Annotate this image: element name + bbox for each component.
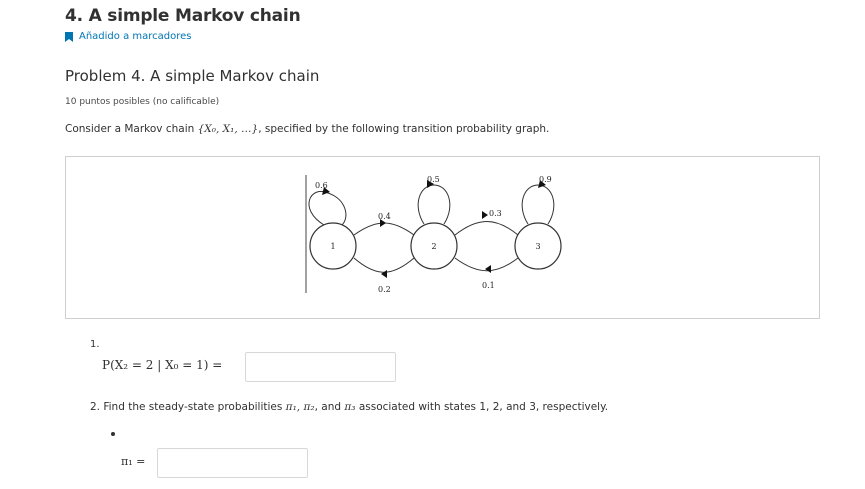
intro-text-before: Consider a Markov chain (65, 123, 198, 135)
arc-3-to-2 (454, 257, 519, 272)
prob-label-2-to-1: 0.2 (378, 285, 391, 294)
prob-label-self-1: 0.6 (315, 181, 328, 190)
q2-text-part: associated with states (355, 401, 480, 413)
bookmark-button[interactable]: Añadido a marcadores (65, 31, 192, 42)
state-label-2: 2 (431, 242, 436, 251)
arc-arrow-1-to-2 (380, 219, 386, 227)
arc-2-to-1 (353, 257, 415, 273)
q2-pis: π₁, π₂ (285, 401, 315, 413)
q2-text-part: , respectively. (535, 401, 609, 413)
problem-intro: Consider a Markov chain {X₀, X₁, …}, spe… (65, 123, 549, 135)
state-label-1: 1 (330, 242, 335, 251)
problem-points: 10 puntos posibles (no calificable) (65, 97, 220, 107)
q2-text-part: 2. Find the steady-state probabilities (90, 401, 286, 413)
arc-1-to-2 (353, 222, 415, 236)
question-1-answer-input[interactable] (245, 352, 396, 382)
prob-label-self-2: 0.5 (427, 175, 440, 184)
bookmark-icon (65, 31, 73, 42)
bullet-point (111, 432, 115, 436)
prob-label-1-to-2: 0.4 (378, 212, 391, 221)
arc-arrow-2-to-1 (381, 270, 387, 278)
self-loop-arrow-2 (427, 180, 434, 188)
state-circle-3 (514, 222, 562, 270)
transition-graph-figure: 1 2 3 0.6 0.5 0.9 0.4 0.3 0.2 0.1 (65, 156, 820, 319)
intro-math: {X₀, X₁, …} (197, 123, 259, 135)
question-1-number: 1. (90, 339, 100, 350)
q2-text-part: , and (499, 401, 530, 413)
q2-text-part: , and (314, 401, 345, 413)
self-loop-2 (417, 184, 451, 225)
self-loop-3 (521, 184, 555, 225)
state-label-3: 3 (535, 242, 540, 251)
arc-arrow-3-to-2 (485, 265, 491, 273)
state-circle-1 (309, 222, 357, 270)
pi1-label: π₁ = (121, 455, 146, 468)
pi1-answer-input[interactable] (157, 448, 308, 478)
q2-states: 1, 2 (479, 401, 500, 413)
intro-text-after: , specified by the following transition … (258, 123, 550, 135)
prob-label-self-3: 0.9 (539, 175, 552, 184)
arc-2-to-3 (454, 221, 519, 236)
self-loop-1 (308, 190, 347, 226)
bookmark-label: Añadido a marcadores (79, 31, 192, 42)
problem-title: Problem 4. A simple Markov chain (65, 67, 320, 85)
q2-state3: 3 (529, 401, 536, 413)
q2-pi3: π₃ (344, 401, 356, 413)
arc-arrow-2-to-3 (482, 211, 488, 219)
self-loop-arrow-1 (322, 187, 330, 195)
unit-title: 4. A simple Markov chain (65, 6, 301, 26)
question-2-text: 2. Find the steady-state probabilities π… (90, 401, 608, 413)
state-circle-2 (410, 222, 458, 270)
question-1-expression: P(X₂ = 2 | X₀ = 1) = (102, 358, 223, 372)
prob-label-2-to-3: 0.3 (489, 209, 502, 218)
self-loop-arrow-3 (538, 180, 546, 188)
prob-label-3-to-2: 0.1 (482, 281, 495, 290)
